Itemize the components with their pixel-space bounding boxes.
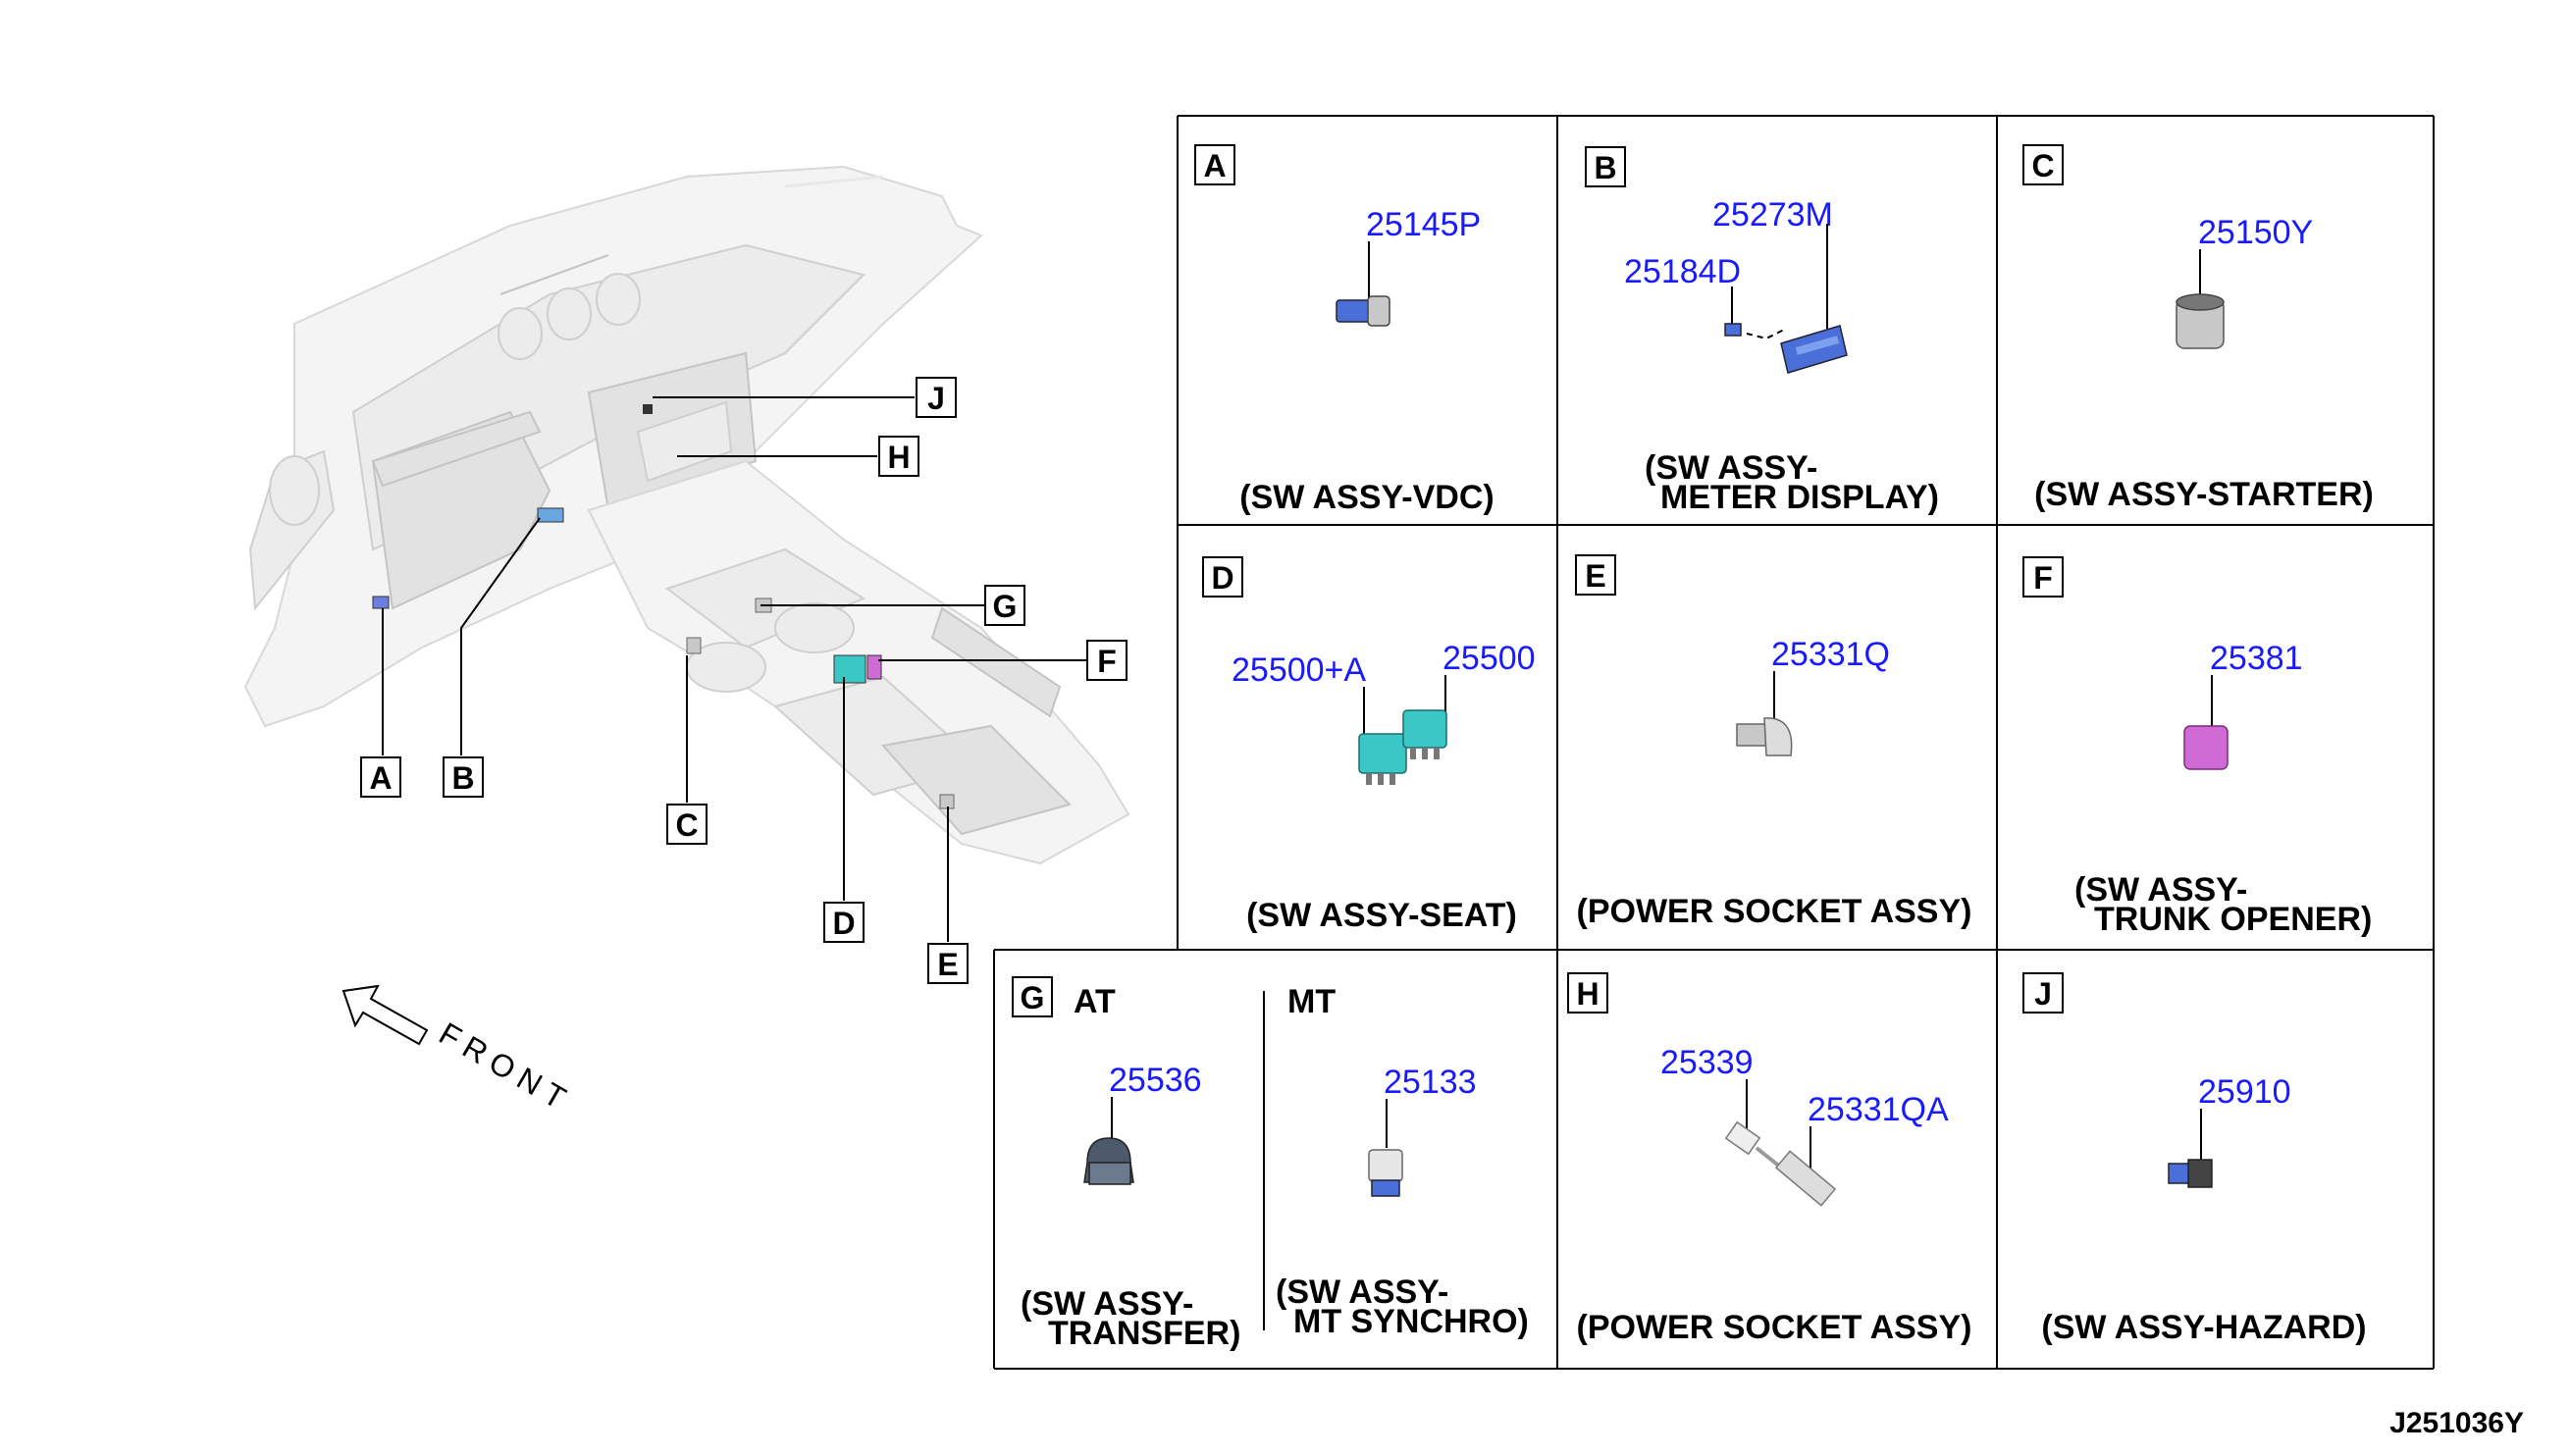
callout-d: D [823,902,865,943]
panel-h-letter-box [1567,972,1608,1014]
panel-caption: (SW ASSY- [1276,1274,1448,1311]
panel-a: A 25145P (SW ASSY-VDC) [1194,144,1495,516]
panel-caption: TRANSFER) [1048,1315,1240,1352]
power-socket-h-part [1724,1120,1837,1207]
transfer-switch-part [1083,1137,1134,1185]
panel-caption: (POWER SOCKET ASSY) [1577,1309,1972,1346]
part-number: 25331Q [1771,636,1890,673]
panel-caption: (SW ASSY- [1021,1285,1193,1323]
mt-synchro-switch-part [1368,1149,1403,1197]
panel-caption: MT SYNCHRO) [1293,1303,1529,1340]
part-number: 25331QA [1808,1091,1949,1128]
callout-f: F [1086,640,1128,681]
panel-caption: (SW ASSY-HAZARD) [2041,1309,2366,1346]
panel-d: D 25500+A 25500 (SW ASSY-SEAT) [1202,556,1536,934]
seat-switch-part [1358,709,1447,785]
panel-caption: (SW ASSY-VDC) [1239,479,1494,516]
callout-e: E [927,943,969,984]
part-number: 25500+A [1232,651,1366,689]
dashboard-illustration [243,165,1130,865]
callout-c: C [666,804,708,845]
parts-table-grid [993,115,2435,1370]
svg-text:H: H [887,440,910,475]
part-number: 25184D [1624,253,1741,290]
panel-d-letter-box [1202,556,1243,598]
part-number: 25536 [1109,1062,1202,1099]
at-label: AT [1074,983,1116,1020]
callout-j: J [916,377,957,418]
overview-callouts: A B C D E F G H J [360,377,1128,984]
part-number: 25133 [1384,1064,1477,1101]
front-arrow: FRONT [341,984,579,1119]
svg-text:G: G [1021,980,1045,1015]
callout-h: H [878,436,919,477]
panel-g: G AT MT 25536 25133 (SW ASSY- TRANSFER) … [1012,976,1529,1352]
meter-display-switch-part [1724,323,1848,374]
callout-a: A [360,756,401,798]
svg-text:J: J [2034,976,2052,1012]
panel-a-letter-box [1194,144,1235,185]
svg-text:A: A [369,760,392,796]
part-number: 25910 [2198,1073,2291,1111]
panel-j-letter-box [2022,972,2064,1014]
svg-text:C: C [675,807,698,843]
panel-f-letter-box [2022,556,2064,598]
svg-text:F: F [1097,644,1117,679]
svg-text:D: D [832,906,855,941]
part-number: 25381 [2210,640,2303,677]
panel-caption: (SW ASSY-STARTER) [2034,476,2374,513]
front-label: FRONT [434,1015,579,1119]
panel-j: J 25910 (SW ASSY-HAZARD) [2022,972,2367,1346]
svg-text:D: D [1211,560,1233,596]
overview-leader-lines [382,396,1086,942]
svg-text:F: F [2033,560,2053,596]
trunk-opener-switch-part [2183,725,2229,770]
panel-h: H 25339 25331QA (POWER SOCKET ASSY) [1567,972,1972,1346]
panel-g-letter-box [1012,976,1053,1017]
starter-switch-part [2176,293,2225,349]
panel-e: E 25331Q (POWER SOCKET ASSY) [1575,554,1972,930]
panel-e-letter-box [1575,554,1616,596]
panel-caption: (SW ASSY- [1645,449,1817,487]
panel-caption: (POWER SOCKET ASSY) [1577,893,1972,930]
mt-label: MT [1287,983,1336,1020]
part-number: 25339 [1660,1044,1754,1081]
panel-c: C 25150Y (SW ASSY-STARTER) [2022,144,2374,513]
part-number: 25150Y [2198,214,2313,251]
panel-caption: METER DISPLAY) [1660,479,1939,516]
svg-text:B: B [1594,150,1616,185]
callout-g: G [984,585,1025,626]
svg-text:G: G [993,589,1018,624]
panel-caption: (SW ASSY-SEAT) [1246,897,1517,934]
panel-f: F 25381 (SW ASSY- TRUNK OPENER) [2022,556,2372,938]
panel-b-letter-box [1585,146,1626,187]
svg-text:C: C [2031,148,2054,183]
panel-caption: (SW ASSY- [2074,871,2247,909]
svg-text:H: H [1576,976,1599,1012]
svg-text:E: E [1585,558,1605,594]
vdc-switch-part [1336,295,1390,327]
svg-text:B: B [451,760,474,796]
panel-b: B 25273M 25184D (SW ASSY- METER DISPLAY) [1585,146,1939,516]
power-socket-part [1736,717,1793,756]
svg-text:E: E [937,947,958,982]
part-number: 25273M [1712,196,1833,234]
part-number: 25500 [1442,640,1536,677]
svg-text:A: A [1203,148,1226,183]
part-number: 25145P [1366,206,1481,243]
hazard-switch-part [2168,1159,2213,1188]
panel-c-letter-box [2022,144,2064,185]
diagram-code: J251036Y [2389,1407,2524,1439]
svg-text:J: J [927,381,945,416]
callout-b: B [443,756,484,798]
panel-caption: TRUNK OPENER) [2094,901,2372,938]
